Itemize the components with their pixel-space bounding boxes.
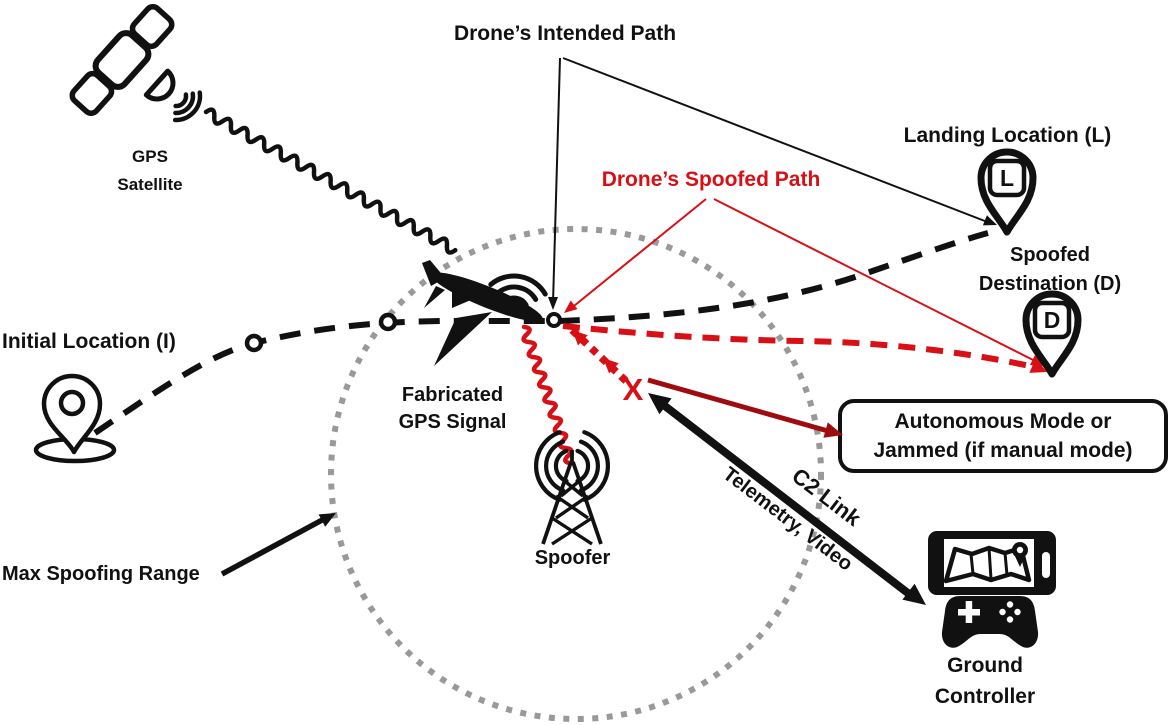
spoofed-destination-label-line2: Destination (D) [978,273,1122,295]
spoofed-pointer-line-drone [568,198,707,311]
autonomous-callout: Autonomous Mode or Jammed (if manual mod… [838,399,1168,473]
gps-satellite-label-line2: Satellite [117,175,183,194]
max-range-arrow-line [220,516,326,577]
gps-satellite-icon [69,4,203,123]
c2-link-arrowhead-controller-end [902,583,926,605]
intended-pointer-line-landing [562,57,991,224]
spoofed-path-line [562,323,1031,369]
ground-controller-icon [928,531,1056,648]
pin-letter-d: D [1044,307,1061,333]
drone-icon [422,260,543,366]
spoofed-pointer-line-destination [713,198,1040,364]
landing-location-pin-icon: L [977,148,1037,236]
drone-position-marker [546,312,562,328]
fabricated-signal-label-line2: GPS Signal [398,411,507,433]
phone-map-icon [928,531,1056,595]
initial-location-label: Initial Location (I) [2,330,176,353]
spoofed-destination-pin-icon: D [1022,290,1082,378]
pin-letter-l: L [1000,165,1014,191]
spoofer-label: Spoofer [534,547,611,569]
fabricated-signal-label: Fabricated GPS Signal [385,382,520,436]
intended-path-line [93,230,989,436]
drone-wifi-icon [488,273,548,308]
spoofer-antenna-icon [533,430,611,546]
initial-location-pin-icon [33,373,117,464]
spoofed-movement-arrowhead-2 [603,358,619,374]
satellite-broadcast-arcs [172,90,203,123]
intended-pointer-arrowhead-landing [982,215,997,226]
max-range-label: Max Spoofing Range [2,563,200,585]
satellite-dish-icon [143,68,176,102]
spoofed-movement-arrowhead-1 [572,330,588,346]
spoofed-destination-label: Spoofed Destination (D) [960,241,1140,299]
ground-controller-label-line1: Ground [947,654,1023,677]
fabricated-signal-wave [521,324,574,466]
satellite-signal-wave [203,107,458,255]
spoofed-pointer-arrowhead-destination [1029,355,1044,366]
max-range-arrowhead [318,513,336,527]
c2-link-arrow [658,399,916,601]
spoofed-destination-label-line1: Spoofed [1010,244,1090,266]
autonomous-callout-line2: Jammed (if manual mode) [873,439,1133,462]
waypoint-marker-2 [378,312,398,332]
ground-controller-label: Ground Controller [910,650,1060,712]
gamepad-icon [941,596,1039,648]
waypoint-marker-1 [244,333,264,353]
map-pin-icon [1012,542,1028,567]
c2-link-arrowhead-drone-end [648,393,672,415]
jam-arrow-line [647,377,829,434]
intended-path-label: Drone’s Intended Path [453,22,677,45]
autonomous-callout-line1: Autonomous Mode or [894,410,1112,433]
jam-arrowhead [823,422,843,438]
max-spoofing-range-circle [328,226,824,722]
intended-pointer-line-drone [552,57,561,304]
gps-satellite-label-line1: GPS [132,147,168,166]
satellite-body [92,30,152,90]
intended-pointer-arrowhead-drone [548,297,558,310]
fabricated-signal-label-line1: Fabricated [401,384,504,406]
spoofed-pointer-arrowhead-drone [564,300,578,313]
spoofed-path-label: Drone’s Spoofed Path [601,168,821,191]
landing-location-label: Landing Location (L) [903,124,1112,147]
ground-controller-label-line2: Controller [934,685,1036,708]
jam-x-label: X [623,372,644,407]
gps-satellite-label: GPS Satellite [88,143,212,199]
